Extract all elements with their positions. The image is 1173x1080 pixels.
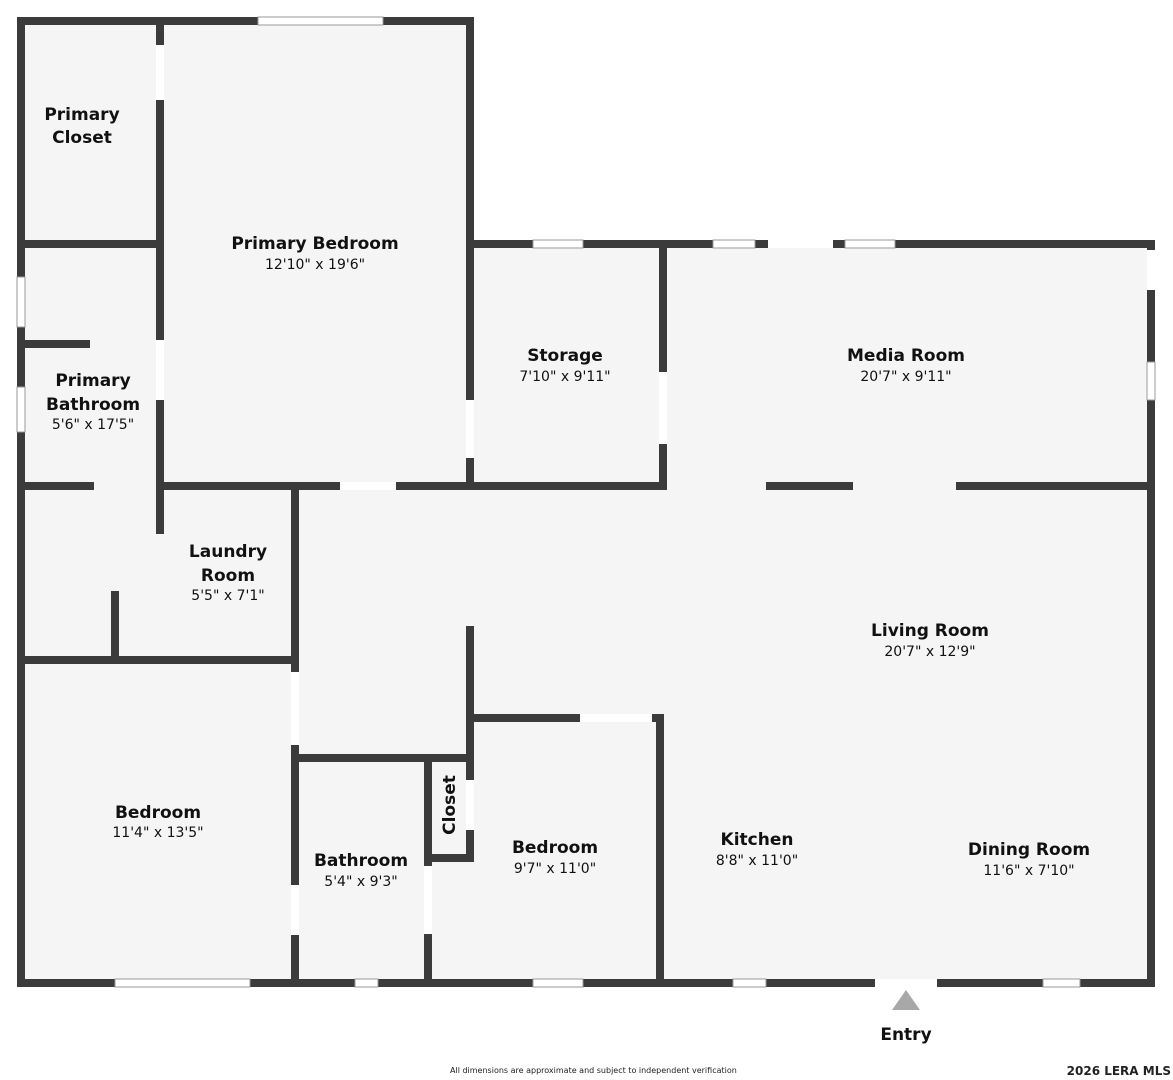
room-media-room-name: Media Room xyxy=(847,346,965,366)
room-closet-name: Closet xyxy=(440,775,460,835)
room-bathroom-dims: 5'4" x 9'3" xyxy=(324,874,397,890)
room-dining-room-name: Dining Room xyxy=(968,840,1090,860)
room-primary-bedroom-dims: 12'10" x 19'6" xyxy=(265,257,365,273)
room-living-room-dims: 20'7" x 12'9" xyxy=(884,644,975,660)
doorways xyxy=(156,45,1155,935)
room-laundry-name-2: Room xyxy=(201,566,255,586)
room-primary-bathroom-name: Primary xyxy=(55,371,130,391)
disclaimer-text: All dimensions are approximate and subje… xyxy=(450,1066,737,1075)
room-primary-bedroom-name: Primary Bedroom xyxy=(231,234,398,254)
entry-label: Entry xyxy=(880,1025,931,1045)
room-primary-bathroom-dims: 5'6" x 17'5" xyxy=(52,417,134,433)
room-bedroom-2-dims: 9'7" x 11'0" xyxy=(514,861,596,877)
windows xyxy=(16,16,1156,988)
room-bathroom-name: Bathroom xyxy=(314,851,408,871)
room-bedroom-2-name: Bedroom xyxy=(512,838,598,858)
room-kitchen-dims: 8'8" x 11'0" xyxy=(716,853,798,869)
room-storage-dims: 7'10" x 9'11" xyxy=(519,369,610,385)
room-labels: Primary Closet Primary Bedroom 12'10" x … xyxy=(44,105,1090,890)
copyright-watermark: 2026 LERA MLS xyxy=(1066,1064,1171,1078)
room-media-room-dims: 20'7" x 9'11" xyxy=(860,369,951,385)
entry-door xyxy=(875,979,937,987)
room-kitchen-name: Kitchen xyxy=(721,830,794,850)
entry-arrow-icon xyxy=(892,990,920,1010)
room-dining-room-dims: 11'6" x 7'10" xyxy=(983,863,1074,879)
room-primary-closet-name: Primary xyxy=(44,105,119,125)
room-primary-bathroom-name-2: Bathroom xyxy=(46,395,140,415)
room-laundry-name: Laundry xyxy=(189,542,267,562)
room-laundry-dims: 5'5" x 7'1" xyxy=(191,588,264,604)
room-bedroom-1-name: Bedroom xyxy=(115,803,201,823)
floor xyxy=(21,21,1151,983)
room-living-room-name: Living Room xyxy=(871,621,989,641)
room-primary-closet-name-2: Closet xyxy=(52,128,112,148)
room-storage-name: Storage xyxy=(527,346,603,366)
room-bedroom-1-dims: 11'4" x 13'5" xyxy=(112,825,203,841)
